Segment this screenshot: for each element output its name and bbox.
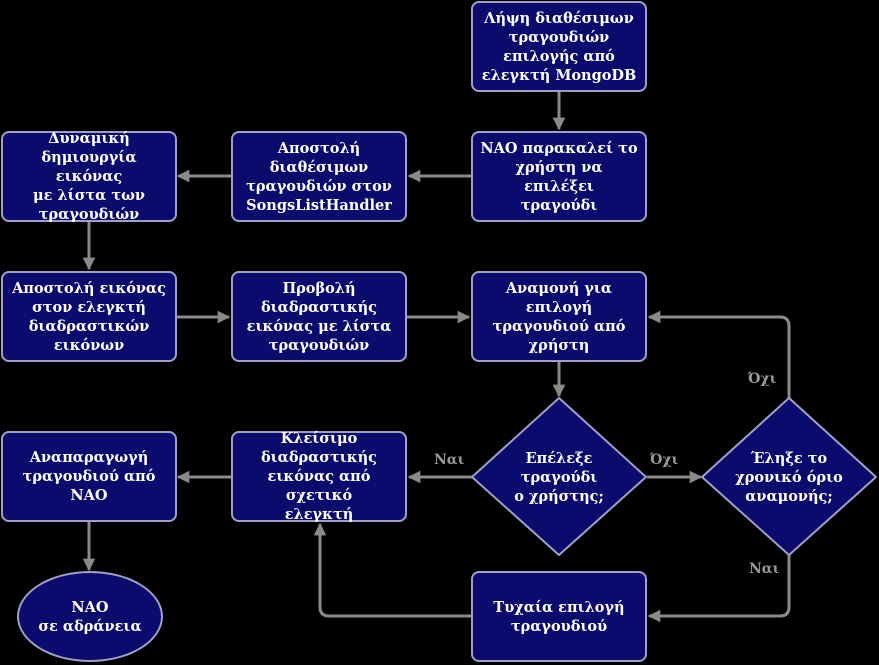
node-dynamic-image: Δυναμική δημιουργία εικόνας με λίστα των…	[1, 130, 177, 223]
decision-chose-shape	[471, 397, 647, 556]
node-show-image: Προβολή διαδραστικής εικόνας με λίστα τρ…	[231, 271, 407, 362]
decision-timeout-label: Έληξε το χρονικό όριο αναμονής;	[735, 449, 843, 505]
node-wait-selection: Αναμονή για επιλογή τραγουδιού από χρήστ…	[471, 271, 647, 362]
node-play-song: Αναπαραγωγή τραγουδιού από ΝΑΟ	[1, 431, 177, 522]
edge-label-yes-chose: Ναι	[432, 452, 467, 469]
node-send-list: Αποστολή διαθέσιμων τραγουδιών στον Song…	[231, 131, 407, 222]
node-nao-idle: ΝΑΟ σε αδράνεια	[17, 571, 163, 662]
node-fetch-songs: Λήψη διαθέσιμων τραγουδιών επιλογής από …	[471, 1, 647, 92]
node-random-song: Τυχαία επιλογή τραγουδιού	[471, 571, 647, 662]
edge-label-no-chose: Όχι	[648, 452, 681, 469]
edge-label-yes-timeout: Ναι	[747, 561, 782, 578]
edge-label-no-timeout: Όχι	[746, 371, 779, 388]
decision-timeout-shape	[701, 397, 877, 556]
node-send-image: Αποστολή εικόνας στον ελεγκτή διαδραστικ…	[1, 271, 177, 362]
edge-timeout-yes-to-random	[647, 555, 791, 623]
node-close-image: Κλείσιμο διαδραστικής εικόνας από σχετικ…	[231, 430, 407, 523]
edge-timeout-no-to-wait	[647, 310, 791, 398]
decision-chose-label: Επέλεξε τραγούδι ο χρήστης;	[514, 449, 604, 505]
node-ask-user: ΝΑΟ παρακαλεί το χρήστη να επιλέξει τραγ…	[471, 131, 647, 222]
edge-random-to-close	[313, 522, 471, 618]
